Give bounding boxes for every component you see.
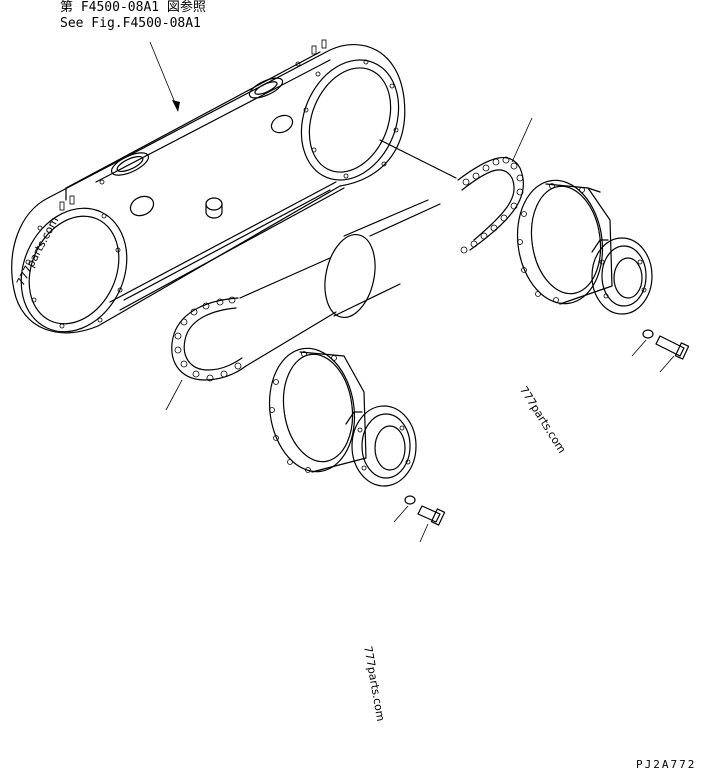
reference-label-en: See Fig.F4500-08A1 [60,16,201,31]
reference-leader [149,41,180,112]
drawing-code: PJ2A772 [636,758,697,771]
drive-chain-right [457,117,533,254]
washer-bolt-lower [393,495,446,543]
reference-label-jp: 第 F4500-08A1 図参照 [60,0,206,15]
chain-case-frame [11,39,406,334]
final-drive-housing-upper [516,179,653,315]
final-drive-housing-lower [268,347,417,487]
washer-bolt-upper [631,329,690,373]
shaft-cylinder [324,139,457,318]
drive-chain-left [165,257,337,411]
